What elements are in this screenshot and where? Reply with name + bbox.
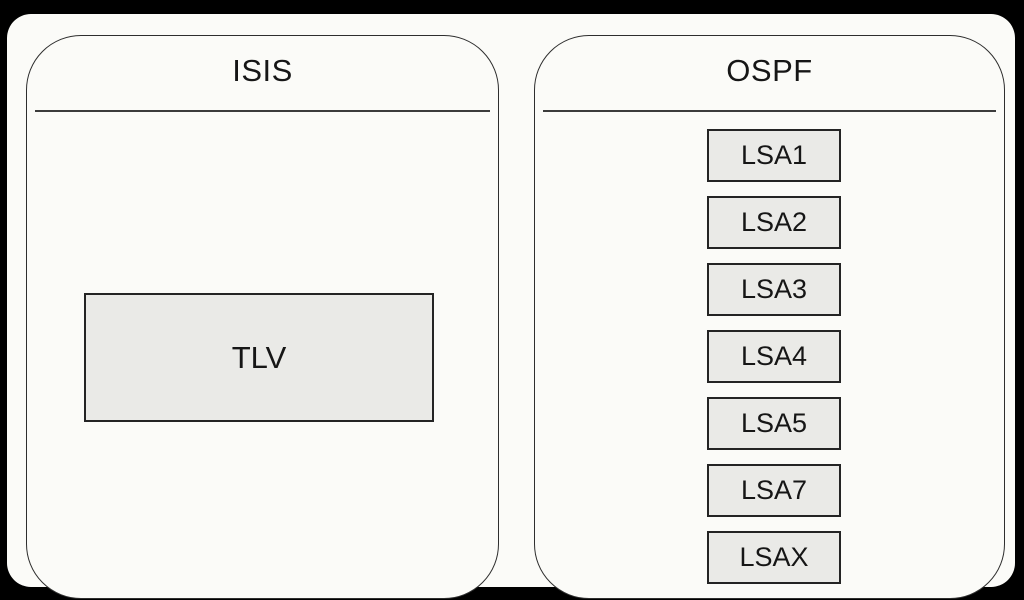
ospf-title-divider <box>543 110 996 112</box>
lsa3-box-label: LSA3 <box>740 274 808 304</box>
lsa5-box-label: LSA5 <box>740 408 808 438</box>
isis-title-divider <box>35 110 490 112</box>
ospf-panel: OSPF LSA1 LSA2 LSA3 LSA4 LSA5 LSA7 LSAX <box>534 35 1005 599</box>
lsa4-box-label: LSA4 <box>740 341 808 371</box>
lsa5-box: LSA5 <box>707 397 841 450</box>
lsa4-box: LSA4 <box>707 330 841 383</box>
lsa2-box-label: LSA2 <box>740 207 808 237</box>
lsa-stack: LSA1 LSA2 LSA3 LSA4 LSA5 LSA7 LSAX <box>707 129 841 584</box>
slide-canvas: ISIS TLV OSPF LSA1 LSA2 LSA3 LSA4 LSA5 <box>7 14 1015 599</box>
lsax-box: LSAX <box>707 531 841 584</box>
tlv-box: TLV <box>84 293 434 422</box>
lsa1-box-label: LSA1 <box>740 140 808 170</box>
lsa7-box: LSA7 <box>707 464 841 517</box>
isis-panel: ISIS TLV <box>26 35 499 599</box>
isis-panel-title: ISIS <box>232 53 293 88</box>
ospf-panel-title: OSPF <box>726 53 813 88</box>
lsax-box-label: LSAX <box>739 542 809 572</box>
lsa2-box: LSA2 <box>707 196 841 249</box>
lsa1-box: LSA1 <box>707 129 841 182</box>
tlv-box-label: TLV <box>231 339 287 375</box>
lsa3-box: LSA3 <box>707 263 841 316</box>
lsa7-box-label: LSA7 <box>740 475 808 505</box>
